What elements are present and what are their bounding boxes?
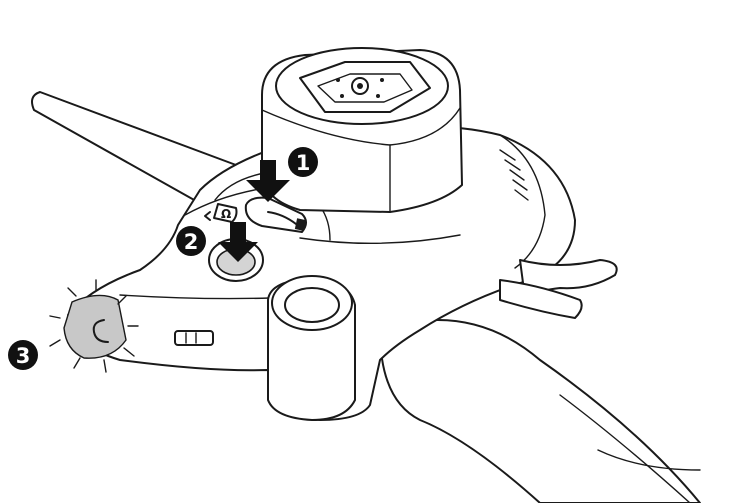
callout-2: 2: [176, 226, 206, 256]
shaft: [31, 91, 237, 211]
svg-text:Ω: Ω: [221, 207, 231, 221]
rear-grip: [379, 319, 701, 503]
lock-switch: [244, 196, 307, 233]
callout-2-number: 2: [184, 230, 199, 254]
handle-body: [67, 125, 618, 421]
front-boss: [267, 275, 356, 421]
down-arrow-icon-2: [218, 222, 258, 262]
lock-arrow-icon: Ω: [204, 203, 238, 223]
callout-1-number: 1: [296, 151, 311, 175]
light-burst-icon: [49, 279, 139, 373]
callout-1: 1: [288, 147, 318, 177]
callout-3: 3: [8, 340, 38, 370]
down-arrow-icon: [246, 160, 290, 202]
callout-3-number: 3: [16, 344, 31, 368]
motor-housing: [261, 47, 463, 213]
vent-slot: [174, 330, 214, 346]
